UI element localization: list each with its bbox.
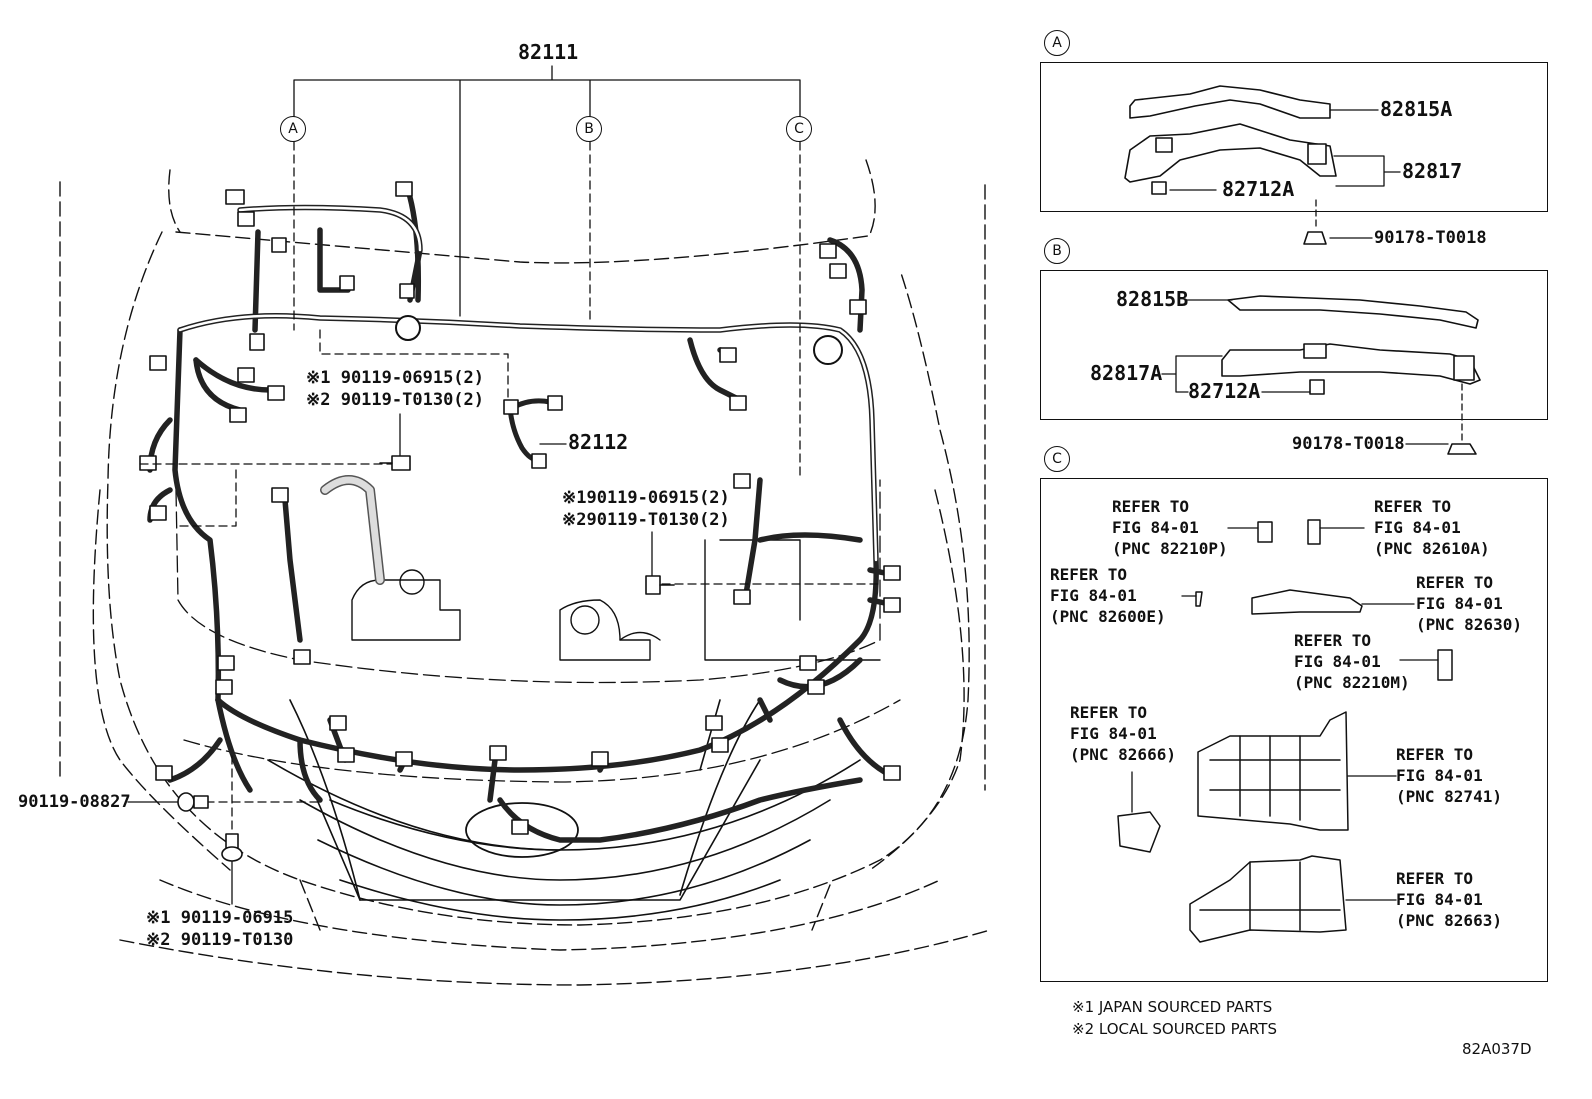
grommet-right (813, 335, 843, 365)
panel-b-part-3: 82712A (1188, 379, 1261, 403)
bolt-label-top-line2: ※2 90119-T0130(2) (306, 390, 485, 410)
panel-c-box (1040, 478, 1548, 982)
panel-b-drawings (1221, 295, 1481, 455)
bolt-label-mid-line2: ※290119-T0130(2) (562, 510, 730, 530)
emblem-outline (465, 802, 579, 858)
panel-a-box (1040, 62, 1548, 212)
panel-b-part-1: 82815B (1116, 287, 1189, 311)
engine-room-harness (147, 187, 898, 843)
panel-c-drawings (1117, 519, 1453, 943)
callout-c: C (786, 116, 812, 142)
leader-lines (127, 65, 881, 905)
panel-a-clip: 90178-T0018 (1374, 228, 1487, 248)
harness-part-number: 82111 (518, 40, 579, 64)
callout-b: B (576, 116, 602, 142)
engine-sketch (320, 475, 881, 661)
harness-connectors (139, 181, 901, 835)
bolt-label-top-line1: ※1 90119-06915(2) (306, 368, 485, 388)
panel-b-marker: B (1044, 238, 1070, 264)
footnote-local-sourced: ※2 LOCAL SOURCED PARTS (1072, 1020, 1277, 1038)
panel-a-part-3: 82712A (1222, 177, 1295, 201)
engine-wire-part-number: 82112 (568, 430, 629, 454)
panel-a-part-1: 82815A (1380, 97, 1453, 121)
panel-a-leaders (1169, 109, 1401, 239)
figure-code: 82A037D (1462, 1040, 1532, 1058)
bolt-label-bottom-line2: ※2 90119-T0130 (146, 930, 294, 950)
panel-a-drawings (1124, 85, 1337, 245)
harness-highlight (178, 206, 878, 562)
panel-a-part-2: 82817 (1402, 159, 1463, 183)
footnote-japan-sourced: ※1 JAPAN SOURCED PARTS (1072, 998, 1273, 1016)
bolt-label-side: 90119-08827 (18, 792, 131, 812)
panel-b-leaders (1161, 299, 1463, 445)
bolt-label-bottom-line1: ※1 90119-06915 (146, 908, 294, 928)
panel-b-box (1040, 270, 1548, 420)
panel-b-clip: 90178-T0018 (1292, 434, 1405, 454)
callout-a: A (280, 116, 306, 142)
grommet-left (395, 315, 421, 341)
panel-a-marker: A (1044, 30, 1070, 56)
front-grille (267, 699, 861, 921)
panel-c-marker: C (1044, 446, 1070, 472)
car-body-outline (59, 159, 991, 986)
bolt-label-mid-line1: ※190119-06915(2) (562, 488, 730, 508)
panel-b-part-2: 82817A (1090, 361, 1163, 385)
panel-c-leaders (1131, 527, 1439, 901)
bolt-icon (177, 455, 675, 862)
